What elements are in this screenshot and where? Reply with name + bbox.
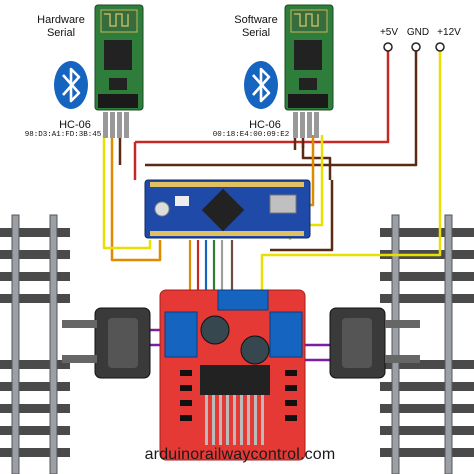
arduino-nano [144,179,311,239]
left-track [0,214,70,474]
locomotive-truck [62,307,151,379]
module-title-software: Software Serial [234,14,278,39]
bluetooth-icon [244,61,278,109]
module-title-hardware: Hardware Serial [37,14,85,39]
power-label-12v: +12V [437,27,461,38]
power-label-gnd: GND [406,27,430,38]
power-label-5v: +5V [379,27,399,38]
module-mac-hardware: 98:D3:A1:FD:3B:45 [24,131,102,139]
power-terminals [383,42,445,52]
module-name-software: HC-06 [249,119,281,131]
website-caption: arduinorailwaycontrol.com [144,446,336,463]
bluetooth-icon [54,61,88,109]
hc06-module-hardware [94,4,144,138]
motor-driver-board [159,289,306,461]
locomotive-truck [329,307,420,379]
hc06-module-software [284,4,334,138]
module-mac-software: 00:18:E4:00:09:E2 [212,131,290,139]
module-name-hardware: HC-06 [59,119,91,131]
